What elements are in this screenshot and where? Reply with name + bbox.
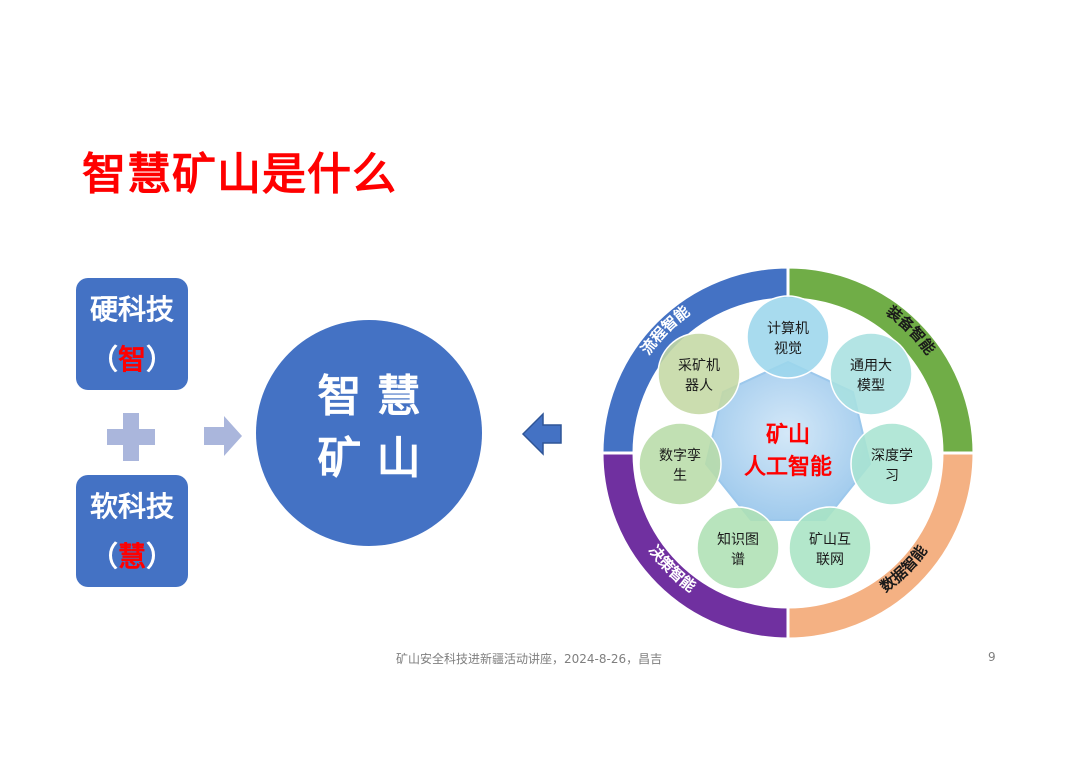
smart-mine-line1: 智 慧 bbox=[317, 371, 421, 422]
slide-title: 智慧矿山是什么 bbox=[82, 149, 397, 200]
node-label-line1: 矿山互 bbox=[809, 532, 851, 548]
soft-tech-char-line: （慧） bbox=[76, 537, 188, 577]
footer-text: 矿山安全科技进新疆活动讲座，2024-8-26，昌吉 bbox=[396, 652, 663, 666]
node-circle bbox=[788, 506, 872, 590]
node-label-line2: 习 bbox=[885, 468, 899, 484]
hard-tech-char-line: （智） bbox=[76, 340, 188, 380]
node-label-line2: 生 bbox=[673, 468, 687, 484]
hard-tech-box: 硬科技 （智） bbox=[76, 278, 188, 390]
node-circle bbox=[829, 332, 913, 416]
right-arrow-icon bbox=[204, 416, 242, 456]
node-label-line2: 器人 bbox=[685, 378, 713, 394]
node-label-line2: 谱 bbox=[731, 552, 745, 568]
smart-mine-circle: 智 慧 矿 山 bbox=[256, 320, 482, 546]
node-circle bbox=[696, 506, 780, 590]
node-circle bbox=[746, 295, 830, 379]
soft-tech-char: 慧 bbox=[117, 540, 146, 573]
node-label-line2: 视觉 bbox=[774, 341, 802, 357]
wheel-center-line1: 矿山 bbox=[766, 422, 810, 448]
smart-mine-line2: 矿 山 bbox=[317, 433, 421, 484]
node-label-line1: 通用大 bbox=[850, 358, 892, 374]
paren-open: （ bbox=[89, 540, 118, 573]
paren-close: ） bbox=[146, 540, 175, 573]
node-label-line1: 计算机 bbox=[767, 321, 809, 337]
node-circle bbox=[657, 332, 741, 416]
wheel-center-line2: 人工智能 bbox=[744, 454, 832, 480]
left-arrow-icon bbox=[521, 412, 562, 456]
node-circle bbox=[638, 422, 722, 506]
paren-close: ） bbox=[146, 343, 175, 376]
plus-icon bbox=[107, 413, 155, 461]
soft-tech-label: 软科技 bbox=[89, 490, 174, 523]
node-label-line1: 深度学 bbox=[871, 448, 913, 464]
node-label-line1: 知识图 bbox=[717, 531, 759, 548]
outer-ring bbox=[600, 265, 976, 641]
hard-tech-label: 硬科技 bbox=[89, 293, 174, 326]
node-circle bbox=[850, 422, 934, 506]
soft-tech-box: 软科技 （慧） bbox=[76, 475, 188, 587]
node-label-line2: 联网 bbox=[816, 552, 844, 568]
node-label-line2: 模型 bbox=[857, 378, 885, 394]
node-label-line1: 采矿机 bbox=[678, 358, 720, 374]
hard-tech-char: 智 bbox=[117, 343, 146, 376]
node-label-line1: 数字孪 bbox=[659, 447, 701, 464]
paren-open: （ bbox=[89, 343, 118, 376]
page-number: 9 bbox=[988, 650, 996, 664]
